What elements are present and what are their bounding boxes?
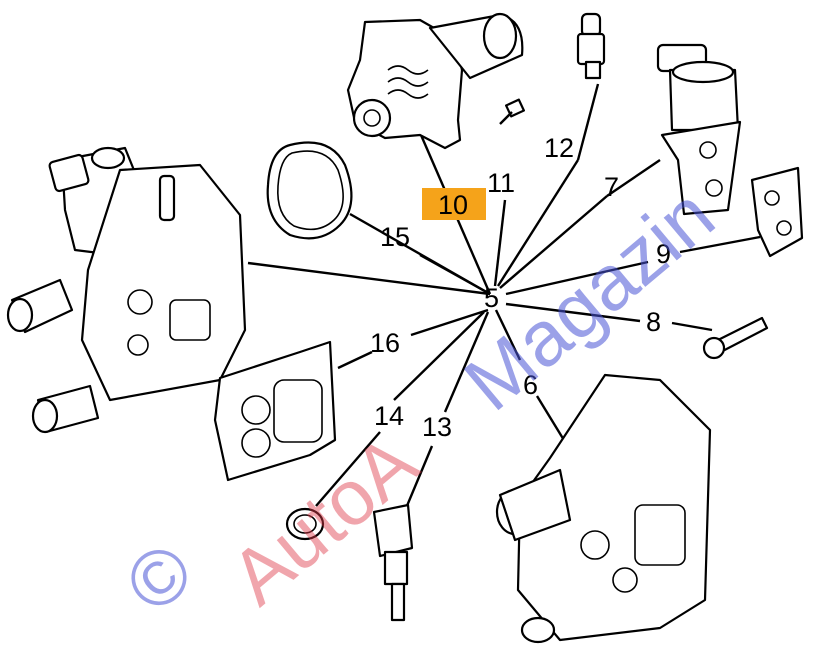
label-13[interactable]: 13 — [422, 412, 452, 442]
water-outlet-assembly — [6, 146, 247, 434]
label-9[interactable]: 9 — [656, 239, 671, 269]
valve-gasket — [750, 166, 804, 258]
label-8[interactable]: 8 — [646, 307, 661, 337]
long-bolt — [702, 316, 769, 360]
label-10[interactable]: 10 — [438, 190, 468, 220]
label-15[interactable]: 15 — [380, 222, 410, 252]
thermostat-housing — [346, 12, 524, 150]
label-11[interactable]: 11 — [487, 168, 515, 198]
egr-valve — [656, 43, 742, 216]
part-labels: 10 5 11 12 7 9 8 6 15 16 14 13 — [370, 133, 671, 442]
watermark-copyright: © — [109, 525, 210, 629]
label-16[interactable]: 16 — [370, 328, 400, 358]
pipe-fitting — [576, 12, 606, 80]
sleeve-ring — [285, 507, 325, 541]
label-12[interactable]: 12 — [544, 133, 574, 163]
small-bolt — [499, 98, 525, 125]
temperature-sensor — [372, 503, 414, 622]
label-5[interactable]: 5 — [484, 283, 499, 313]
label-7[interactable]: 7 — [604, 172, 619, 202]
label-14[interactable]: 14 — [374, 401, 404, 431]
label-6[interactable]: 6 — [523, 370, 538, 400]
flat-gasket — [213, 340, 337, 482]
gasket-o-ring — [266, 141, 353, 240]
thermostat-lower-housing — [495, 373, 712, 644]
leader-lines — [247, 83, 761, 514]
highlight-box — [422, 188, 486, 220]
